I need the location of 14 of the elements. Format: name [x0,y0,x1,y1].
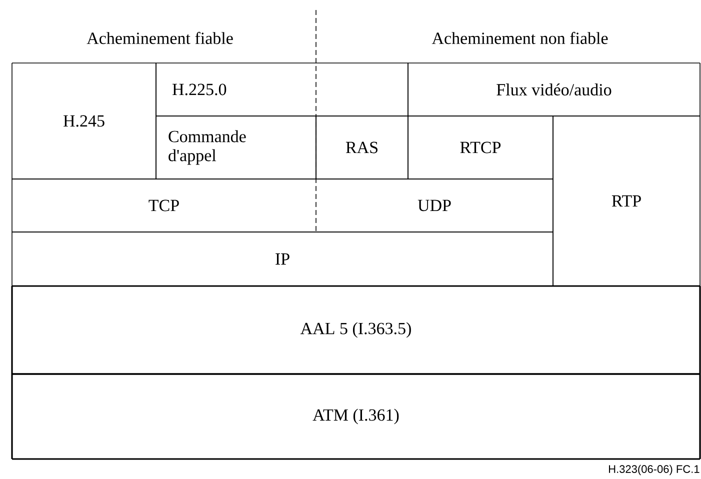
protocol-cell: IP [12,232,554,286]
protocol-cell: RTP [552,116,700,286]
protocol-cell: UDP [316,178,554,232]
protocol-cell: RTCP [408,116,554,180]
protocol-cell: Flux vidéo/audio [408,62,700,116]
protocol-cell: H.225.0 [156,62,408,116]
column-heading: Acheminement fiable [86,32,233,44]
protocol-cell: ATM (I.361) [11,373,701,460]
protocol-cell: RAS [316,116,408,180]
protocol-cell: H.245 [12,62,156,180]
column-heading: Acheminement non fiable [432,32,608,44]
protocol-cell: Commande d'appel [156,116,316,180]
protocol-cell: TCP [12,178,316,232]
protocol-cell: AAL 5 (I.363.5) [11,285,701,375]
